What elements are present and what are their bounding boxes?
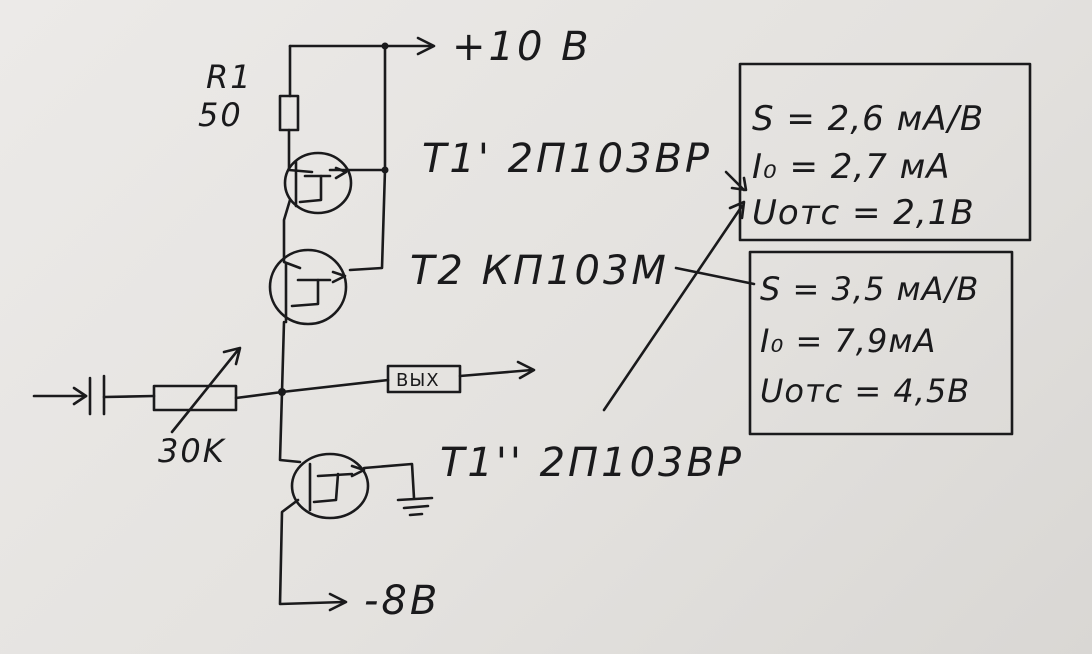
t2-label: T2 КП103М [410,248,669,294]
params-box-1-i0: I₀ = 2,7 мА [752,147,951,187]
r1-value-label: 50 [198,96,243,134]
params-box-1-uots: Uотс = 2,1В [752,193,975,233]
gate-to-ground-wire [362,462,416,500]
right-drain-rail [348,44,387,272]
params-box-1-s: S = 2,6 мА/В [752,99,984,139]
cap-to-resistor-wire [102,394,156,399]
negative-supply-label: -8В [364,578,440,624]
r1-resistor-symbol [278,94,300,132]
params-box-2-uots: Uотс = 4,5В [760,372,970,410]
bottom-supply-arrow [328,592,348,612]
transistor-t1-lower-symbol [290,452,370,520]
transistor-t1-upper-symbol [283,151,353,215]
positive-supply-label: +10 В [452,24,592,70]
box1-pointer-from-t1-upper [724,170,748,192]
output-wire [280,378,390,394]
t1-upper-label: T1' 2П103ВР [422,136,712,182]
t1-t2-link-wire [282,198,302,270]
transistor-t2-symbol [268,248,348,326]
input-arrow-head [72,386,88,406]
ground-symbol [396,496,434,517]
output-arrow-head [516,360,536,380]
params-box-2 [748,250,1014,436]
output-label: ВЫХ [396,370,440,391]
resistor-to-node-wire [234,390,284,400]
bottom-supply-wire [278,498,346,606]
output-arrow-wire [458,368,534,378]
box2-pointer-from-t2 [674,266,756,286]
t1-lower-label: T1'' 2П103ВР [440,440,744,486]
capacitor-symbol [88,374,106,416]
input-resistor-label: 30K [158,432,227,470]
box1-pointer-from-t1-lower [602,200,746,412]
params-box-2-s: S = 3,5 мА/В [760,270,979,308]
main-vertical-wire [278,320,302,464]
r1-name-label: R1 [206,58,253,96]
output-box [386,364,462,394]
variable-resistor-arrow [170,346,242,434]
params-box-1 [738,62,1032,242]
input-variable-resistor [152,384,238,412]
top-rail-arrow [416,36,436,56]
params-box-2-i0: I₀ = 7,9мА [760,322,936,360]
